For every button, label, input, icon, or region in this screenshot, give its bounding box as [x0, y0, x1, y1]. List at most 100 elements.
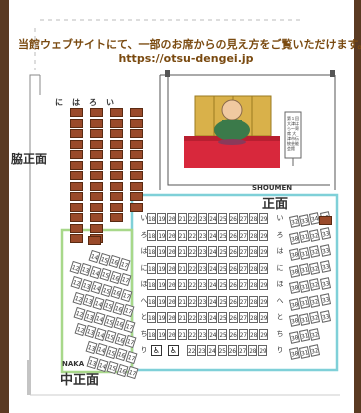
shomen-seat[interactable]: 19 — [157, 328, 167, 340]
shomen-seat[interactable]: 20 — [167, 229, 177, 241]
shomen-seat[interactable]: 22 — [187, 246, 197, 257]
shomen-seat[interactable]: 26 — [228, 246, 238, 257]
shomen-seat[interactable]: 21 — [177, 246, 187, 257]
bench-seat[interactable] — [110, 139, 123, 149]
bench-seat[interactable] — [70, 118, 83, 128]
shomen-seat[interactable]: 19 — [157, 229, 167, 241]
shomen-seat[interactable]: 26 — [228, 295, 238, 307]
shomen-seat[interactable]: 26 — [228, 213, 238, 224]
shomen-seat[interactable]: 19 — [157, 312, 167, 323]
shomen-seat[interactable]: 24 — [208, 213, 218, 224]
shomen-seat[interactable]: 27 — [238, 312, 248, 323]
shomen-side-seat[interactable]: 33 — [319, 260, 331, 273]
shomen-seat[interactable]: 22 — [187, 312, 197, 323]
bench-seat[interactable] — [130, 150, 143, 159]
shomen-seat[interactable]: 25 — [218, 213, 228, 224]
shomen-seat[interactable]: 23 — [198, 295, 207, 307]
shomen-seat[interactable]: 27 — [238, 328, 248, 340]
shomen-seat[interactable]: 27 — [238, 295, 248, 307]
shomen-seat[interactable]: 25 — [218, 262, 228, 274]
shomen-seat[interactable]: 28 — [249, 328, 258, 340]
shomen-seat[interactable]: 22 — [187, 295, 197, 307]
shomen-seat[interactable]: 19 — [157, 279, 167, 290]
shomen-seat[interactable]: 28 — [249, 246, 258, 257]
shomen-seat[interactable]: 21 — [177, 328, 187, 340]
bench-seat[interactable] — [130, 181, 143, 191]
shomen-seat[interactable]: 28 — [249, 229, 258, 241]
bench-seat[interactable] — [130, 202, 143, 212]
shomen-seat[interactable]: 26 — [228, 328, 238, 340]
shomen-seat[interactable]: 20 — [167, 213, 177, 224]
shomen-seat[interactable]: 25 — [217, 345, 227, 356]
shomen-seat[interactable]: 18 — [147, 262, 156, 274]
shomen-seat[interactable]: 29 — [259, 279, 269, 290]
bench-seat[interactable] — [110, 202, 123, 212]
bench-seat[interactable] — [130, 118, 143, 128]
shomen-side-seat[interactable]: 33 — [319, 243, 331, 257]
bench-seat[interactable] — [70, 181, 83, 191]
bench-seat[interactable] — [70, 223, 83, 233]
shomen-seat[interactable]: 25 — [218, 229, 228, 241]
bench-seat[interactable] — [90, 202, 103, 212]
shomen-seat[interactable]: 29 — [259, 328, 269, 340]
shomen-seat[interactable]: 27 — [238, 213, 248, 224]
shomen-side-seat[interactable]: 33 — [319, 309, 331, 323]
shomen-seat[interactable]: 27 — [238, 345, 247, 356]
shomen-seat[interactable]: 25 — [218, 246, 228, 257]
shomen-side-seat[interactable]: 33 — [319, 293, 331, 306]
shomen-seat[interactable]: 22 — [187, 229, 197, 241]
shomen-seat[interactable]: 20 — [167, 295, 177, 307]
bench-seat[interactable] — [130, 129, 143, 138]
shomen-seat[interactable]: 25 — [218, 328, 228, 340]
bench-seat[interactable] — [130, 108, 143, 117]
bench-seat[interactable] — [90, 213, 103, 222]
shomen-seat[interactable]: 26 — [228, 262, 238, 274]
shomen-side-seat[interactable]: 33 — [319, 276, 331, 290]
bench-seat[interactable] — [130, 192, 143, 201]
bench-seat[interactable] — [70, 192, 83, 201]
shomen-seat[interactable]: 29 — [259, 213, 269, 224]
website-url[interactable]: https://otsu-dengei.jp — [118, 52, 254, 65]
bench-seat[interactable] — [110, 192, 123, 201]
bench-seat[interactable] — [110, 171, 123, 180]
shomen-seat[interactable]: 24 — [208, 328, 218, 340]
shomen-seat[interactable]: 20 — [167, 328, 177, 340]
bench-seat[interactable] — [90, 150, 103, 159]
bench-seat[interactable] — [70, 160, 83, 170]
shomen-seat[interactable]: 28 — [249, 295, 258, 307]
bench-seat[interactable] — [70, 171, 83, 180]
shomen-seat[interactable]: 18 — [147, 279, 156, 290]
shomen-seat[interactable]: 21 — [177, 262, 187, 274]
bench-seat[interactable] — [90, 160, 103, 170]
bench-seat[interactable] — [110, 181, 123, 191]
shomen-seat[interactable]: 19 — [157, 262, 167, 274]
shomen-seat[interactable]: 23 — [197, 345, 207, 356]
shomen-seat[interactable]: 24 — [208, 312, 218, 323]
bench-seat[interactable] — [110, 118, 123, 128]
bench-seat[interactable] — [90, 118, 103, 128]
shomen-seat[interactable]: 20 — [167, 312, 177, 323]
bench-seat[interactable] — [110, 213, 123, 222]
shomen-seat[interactable]: 26 — [228, 229, 238, 241]
shomen-seat[interactable]: 24 — [208, 279, 218, 290]
shomen-seat[interactable]: 29 — [259, 262, 269, 274]
shomen-seat[interactable]: 27 — [238, 279, 248, 290]
shomen-seat[interactable]: 24 — [208, 229, 218, 241]
shomen-seat[interactable]: 20 — [167, 262, 177, 274]
shomen-seat[interactable]: 19 — [157, 295, 167, 307]
shomen-seat[interactable]: 23 — [198, 229, 207, 241]
bench-seat[interactable] — [110, 129, 123, 138]
bench-seat[interactable] — [70, 150, 83, 159]
shomen-seat[interactable]: 18 — [147, 229, 156, 241]
bench-seat[interactable] — [110, 108, 123, 117]
shomen-seat[interactable]: 20 — [167, 246, 177, 257]
shomen-seat[interactable]: 18 — [147, 213, 156, 224]
shomen-seat[interactable]: 28 — [249, 279, 258, 290]
shomen-seat[interactable]: 21 — [177, 213, 187, 224]
bench-seat[interactable] — [70, 129, 83, 138]
bench-seat[interactable] — [70, 108, 83, 117]
wheelchair-icon[interactable]: ♿ — [151, 345, 162, 356]
shomen-seat[interactable]: 20 — [167, 279, 177, 290]
shomen-seat[interactable]: 24 — [208, 295, 218, 307]
shomen-seat[interactable]: 18 — [147, 295, 156, 307]
